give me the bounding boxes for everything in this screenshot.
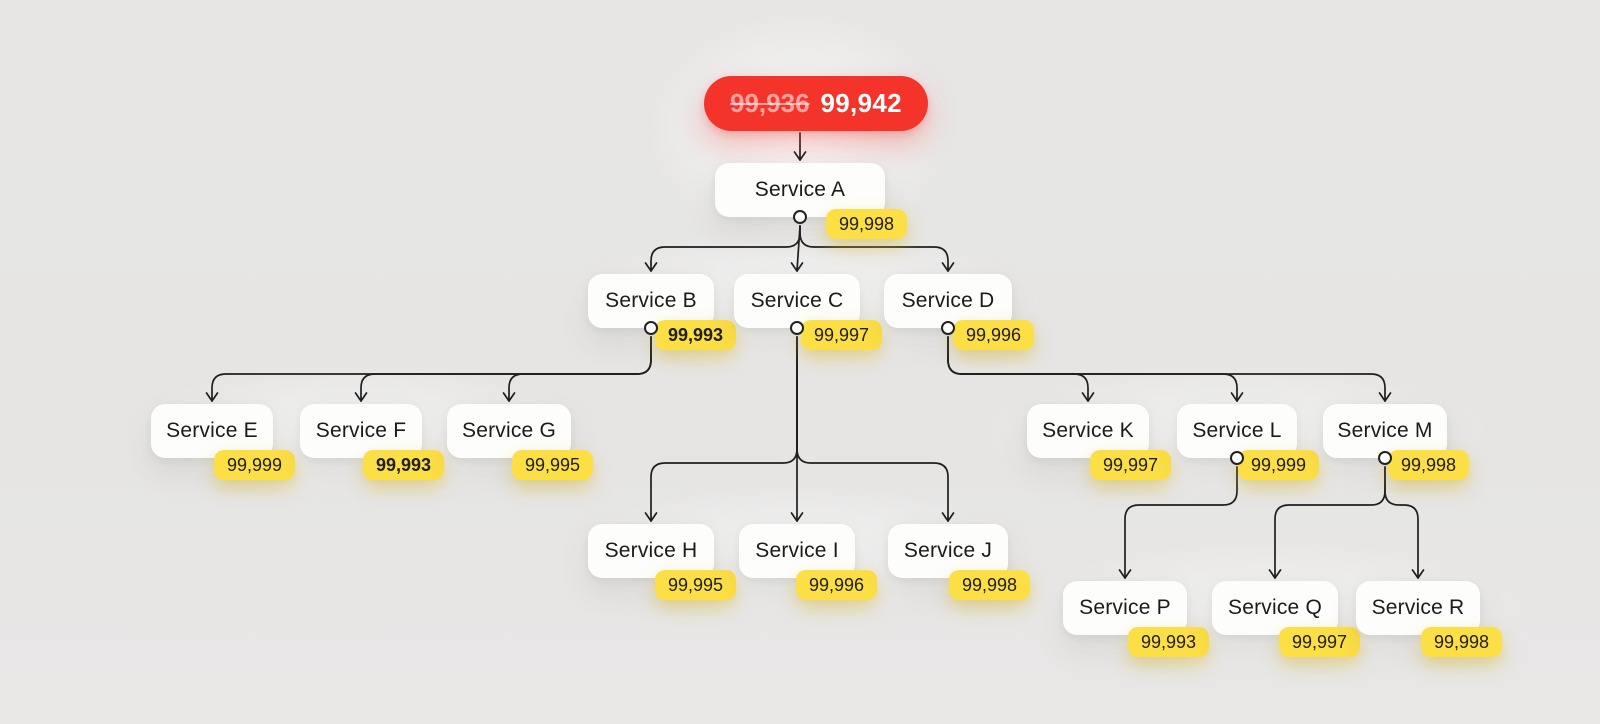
node-service-e[interactable]: Service E 99,999 <box>151 404 295 480</box>
arrowhead-icon <box>644 262 658 272</box>
root-sla-pill[interactable]: 99,936 99,942 <box>704 76 928 131</box>
node-service-q[interactable]: Service Q 99,997 <box>1212 581 1360 657</box>
arrowhead-icon <box>1081 392 1095 402</box>
service-label: Service L <box>1192 419 1282 442</box>
edge-m-q <box>1274 466 1386 579</box>
service-label: Service D <box>901 289 995 312</box>
arrowhead-icon <box>502 392 516 402</box>
sla-badge: 99,998 <box>1387 450 1469 480</box>
arrowhead-icon <box>1268 569 1282 579</box>
collapse-port[interactable] <box>1230 451 1244 465</box>
sla-badge: 99,998 <box>948 570 1030 600</box>
node-service-k[interactable]: Service K 99,997 <box>1027 404 1171 480</box>
node-service-c[interactable]: Service C 99,997 <box>734 274 882 350</box>
sla-badge: 99,995 <box>511 450 593 480</box>
arrowhead-icon <box>1230 392 1244 402</box>
node-service-l[interactable]: Service L 99,999 <box>1177 404 1319 480</box>
sla-badge: 99,999 <box>213 450 295 480</box>
edge-b-f <box>360 336 652 402</box>
arrowhead-icon <box>793 151 807 161</box>
sla-badge: 99,996 <box>795 570 877 600</box>
service-label: Service G <box>462 419 556 442</box>
collapse-port[interactable] <box>941 321 955 335</box>
arrowhead-icon <box>644 512 658 522</box>
arrowhead-icon <box>941 262 955 272</box>
sla-badge: 99,993 <box>654 320 736 350</box>
service-label: Service Q <box>1228 596 1322 619</box>
edge-b-g <box>508 336 652 402</box>
edge-m-r <box>1384 466 1419 579</box>
sla-badge: 99,998 <box>1420 627 1502 657</box>
node-service-f[interactable]: Service F 99,993 <box>300 404 444 480</box>
arrowhead-icon <box>1378 392 1392 402</box>
arrowhead-icon <box>941 512 955 522</box>
collapse-port[interactable] <box>1378 451 1392 465</box>
sla-badge: 99,996 <box>952 320 1034 350</box>
node-service-p[interactable]: Service P 99,993 <box>1063 581 1209 657</box>
node-service-g[interactable]: Service G 99,995 <box>447 404 593 480</box>
arrowhead-icon <box>790 262 804 272</box>
service-label: Service I <box>755 539 839 562</box>
previous-sla-value: 99,936 <box>730 88 810 118</box>
service-label: Service M <box>1337 419 1433 442</box>
node-service-j[interactable]: Service J 99,998 <box>888 524 1030 600</box>
sla-badge: 99,995 <box>654 570 736 600</box>
edge-b-e <box>211 336 652 402</box>
arrowhead-icon <box>1411 569 1425 579</box>
sla-badge: 99,997 <box>1278 627 1360 657</box>
service-label: Service P <box>1079 596 1171 619</box>
edge-a-d <box>799 225 949 272</box>
service-label: Service B <box>605 289 697 312</box>
service-label: Service R <box>1371 596 1465 619</box>
collapse-port[interactable] <box>793 210 807 224</box>
edge-c-j <box>796 336 949 522</box>
collapse-port[interactable] <box>644 321 658 335</box>
sla-badge: 99,993 <box>362 450 444 480</box>
sla-badge: 99,999 <box>1237 450 1319 480</box>
arrowhead-icon <box>790 512 804 522</box>
node-service-i[interactable]: Service I 99,996 <box>739 524 877 600</box>
sla-badge: 99,998 <box>825 209 907 239</box>
sla-badge: 99,997 <box>1089 450 1171 480</box>
sla-badge: 99,993 <box>1127 627 1209 657</box>
service-label: Service E <box>166 419 258 442</box>
arrowhead-icon <box>354 392 368 402</box>
service-label: Service K <box>1042 419 1134 442</box>
node-service-r[interactable]: Service R 99,998 <box>1356 581 1502 657</box>
node-service-h[interactable]: Service H 99,995 <box>588 524 736 600</box>
arrowhead-icon <box>205 392 219 402</box>
edge-d-m <box>947 336 1386 402</box>
node-service-m[interactable]: Service M 99,998 <box>1323 404 1469 480</box>
node-service-d[interactable]: Service D 99,996 <box>884 274 1034 350</box>
edge-a-b <box>650 225 801 272</box>
edge-c-h <box>650 336 798 522</box>
service-label: Service H <box>604 539 698 562</box>
node-service-b[interactable]: Service B 99,993 <box>588 274 736 350</box>
collapse-port[interactable] <box>790 321 804 335</box>
edge-l-p <box>1124 466 1238 579</box>
service-label: Service A <box>754 178 846 201</box>
service-label: Service J <box>903 539 993 562</box>
sla-badge: 99,997 <box>800 320 882 350</box>
current-sla-value: 99,942 <box>820 88 902 118</box>
arrowhead-icon <box>1118 569 1132 579</box>
service-label: Service F <box>315 419 407 442</box>
service-label: Service C <box>750 289 844 312</box>
node-service-a[interactable]: Service A 99,998 <box>715 163 907 239</box>
